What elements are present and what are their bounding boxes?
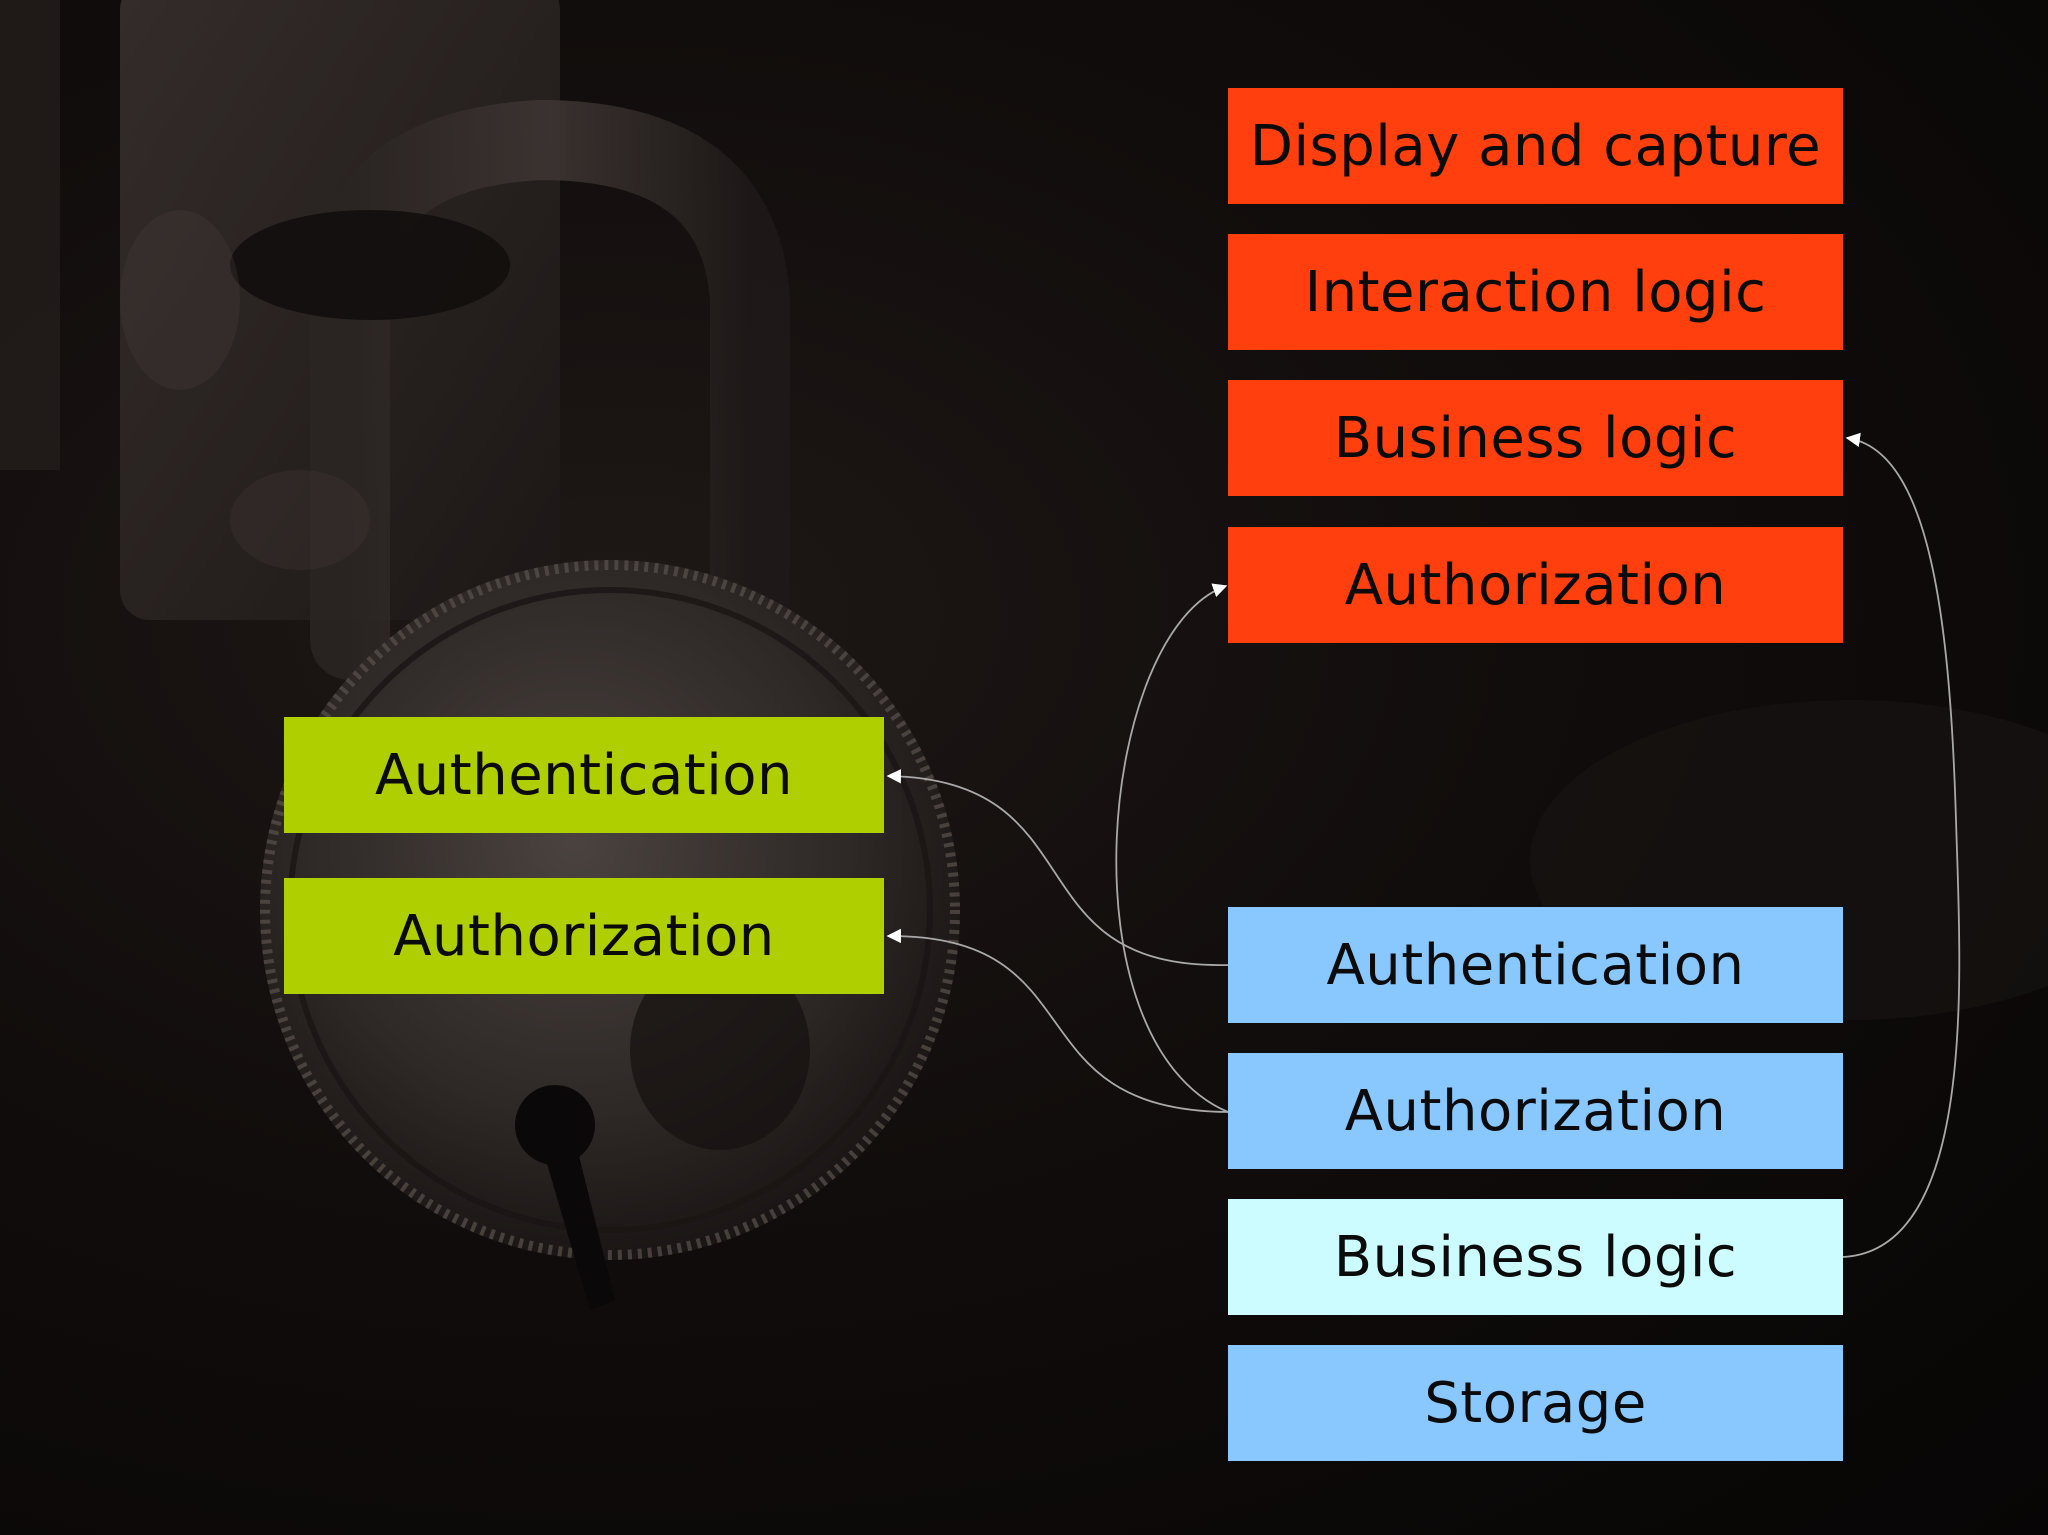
server-layer-label: Storage — [1424, 1370, 1647, 1436]
client-layer-interaction-logic: Interaction logic — [1228, 234, 1843, 350]
client-layer-label: Display and capture — [1249, 113, 1822, 179]
server-layer-authentication: Authentication — [1228, 907, 1843, 1023]
server-layer-authorization: Authorization — [1228, 1053, 1843, 1169]
server-layer-label: Authentication — [1326, 932, 1745, 998]
gateway-layer-label: Authorization — [393, 903, 775, 969]
client-layer-business-logic: Business logic — [1228, 380, 1843, 496]
gateway-layer-label: Authentication — [374, 742, 794, 808]
client-layer-display-and-capture: Display and capture — [1228, 88, 1843, 204]
server-layer-business-logic: Business logic — [1228, 1199, 1843, 1315]
hasp-staple — [230, 210, 510, 320]
client-layer-authorization: Authorization — [1228, 527, 1843, 643]
server-layer-label: Authorization — [1344, 1078, 1727, 1144]
gateway-layer-authentication: Authentication — [284, 717, 884, 833]
server-layer-storage: Storage — [1228, 1345, 1843, 1461]
client-layer-label: Interaction logic — [1304, 259, 1767, 325]
server-layer-label: Business logic — [1333, 1224, 1738, 1290]
hinge-strip — [0, 0, 60, 470]
gateway-layer-authorization: Authorization — [284, 878, 884, 994]
client-layer-label: Business logic — [1333, 405, 1738, 471]
client-layer-label: Authorization — [1344, 552, 1727, 618]
